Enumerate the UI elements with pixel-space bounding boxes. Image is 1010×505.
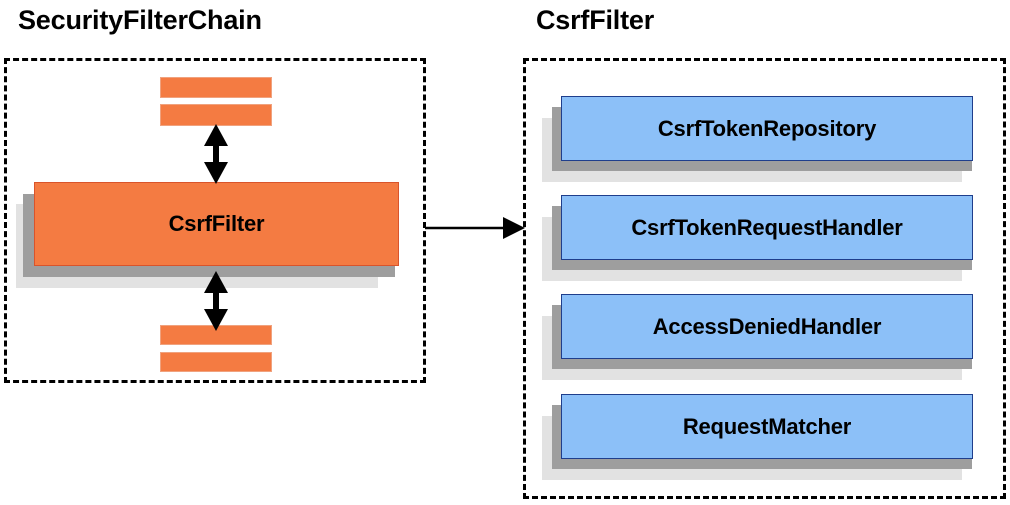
filter-bar-below-1 xyxy=(160,325,272,345)
security-filter-chain-panel xyxy=(4,58,426,383)
page-title-security-filter-chain: SecurityFilterChain xyxy=(18,5,262,35)
csrf-filter-label: CsrfFilter xyxy=(168,211,265,236)
page-title-csrf-filter: CsrfFilter xyxy=(536,5,655,35)
csrf-filter-box[interactable]: CsrfFilter xyxy=(16,182,399,288)
filter-bar-above-2 xyxy=(160,104,272,126)
collaborator-2-face[interactable]: CsrfTokenRequestHandler xyxy=(561,195,973,260)
filter-bar-below-2 xyxy=(160,352,272,372)
collaborator-3-label: AccessDeniedHandler xyxy=(652,313,882,339)
collaborator-2-label: CsrfTokenRequestHandler xyxy=(631,214,903,240)
collaborator-4-face[interactable]: RequestMatcher xyxy=(561,394,973,459)
collaborator-1-face[interactable]: CsrfTokenRepository xyxy=(561,96,973,161)
collaborator-box-4[interactable]: RequestMatcher xyxy=(542,394,982,480)
arrow-left-to-right xyxy=(425,217,525,239)
collaborator-box-3[interactable]: AccessDeniedHandler xyxy=(542,294,982,380)
collaborator-4-label: RequestMatcher xyxy=(682,413,852,439)
collaborator-3-face[interactable]: AccessDeniedHandler xyxy=(561,294,973,359)
filter-bar-above-1 xyxy=(160,77,272,98)
csrf-filter-collaborators-panel xyxy=(523,58,1006,499)
collaborator-box-1[interactable]: CsrfTokenRepository xyxy=(542,96,982,182)
collaborator-1-label: CsrfTokenRepository xyxy=(657,115,877,141)
collaborator-box-2[interactable]: CsrfTokenRequestHandler xyxy=(542,195,982,281)
csrf-filter-face[interactable]: CsrfFilter xyxy=(34,182,399,266)
